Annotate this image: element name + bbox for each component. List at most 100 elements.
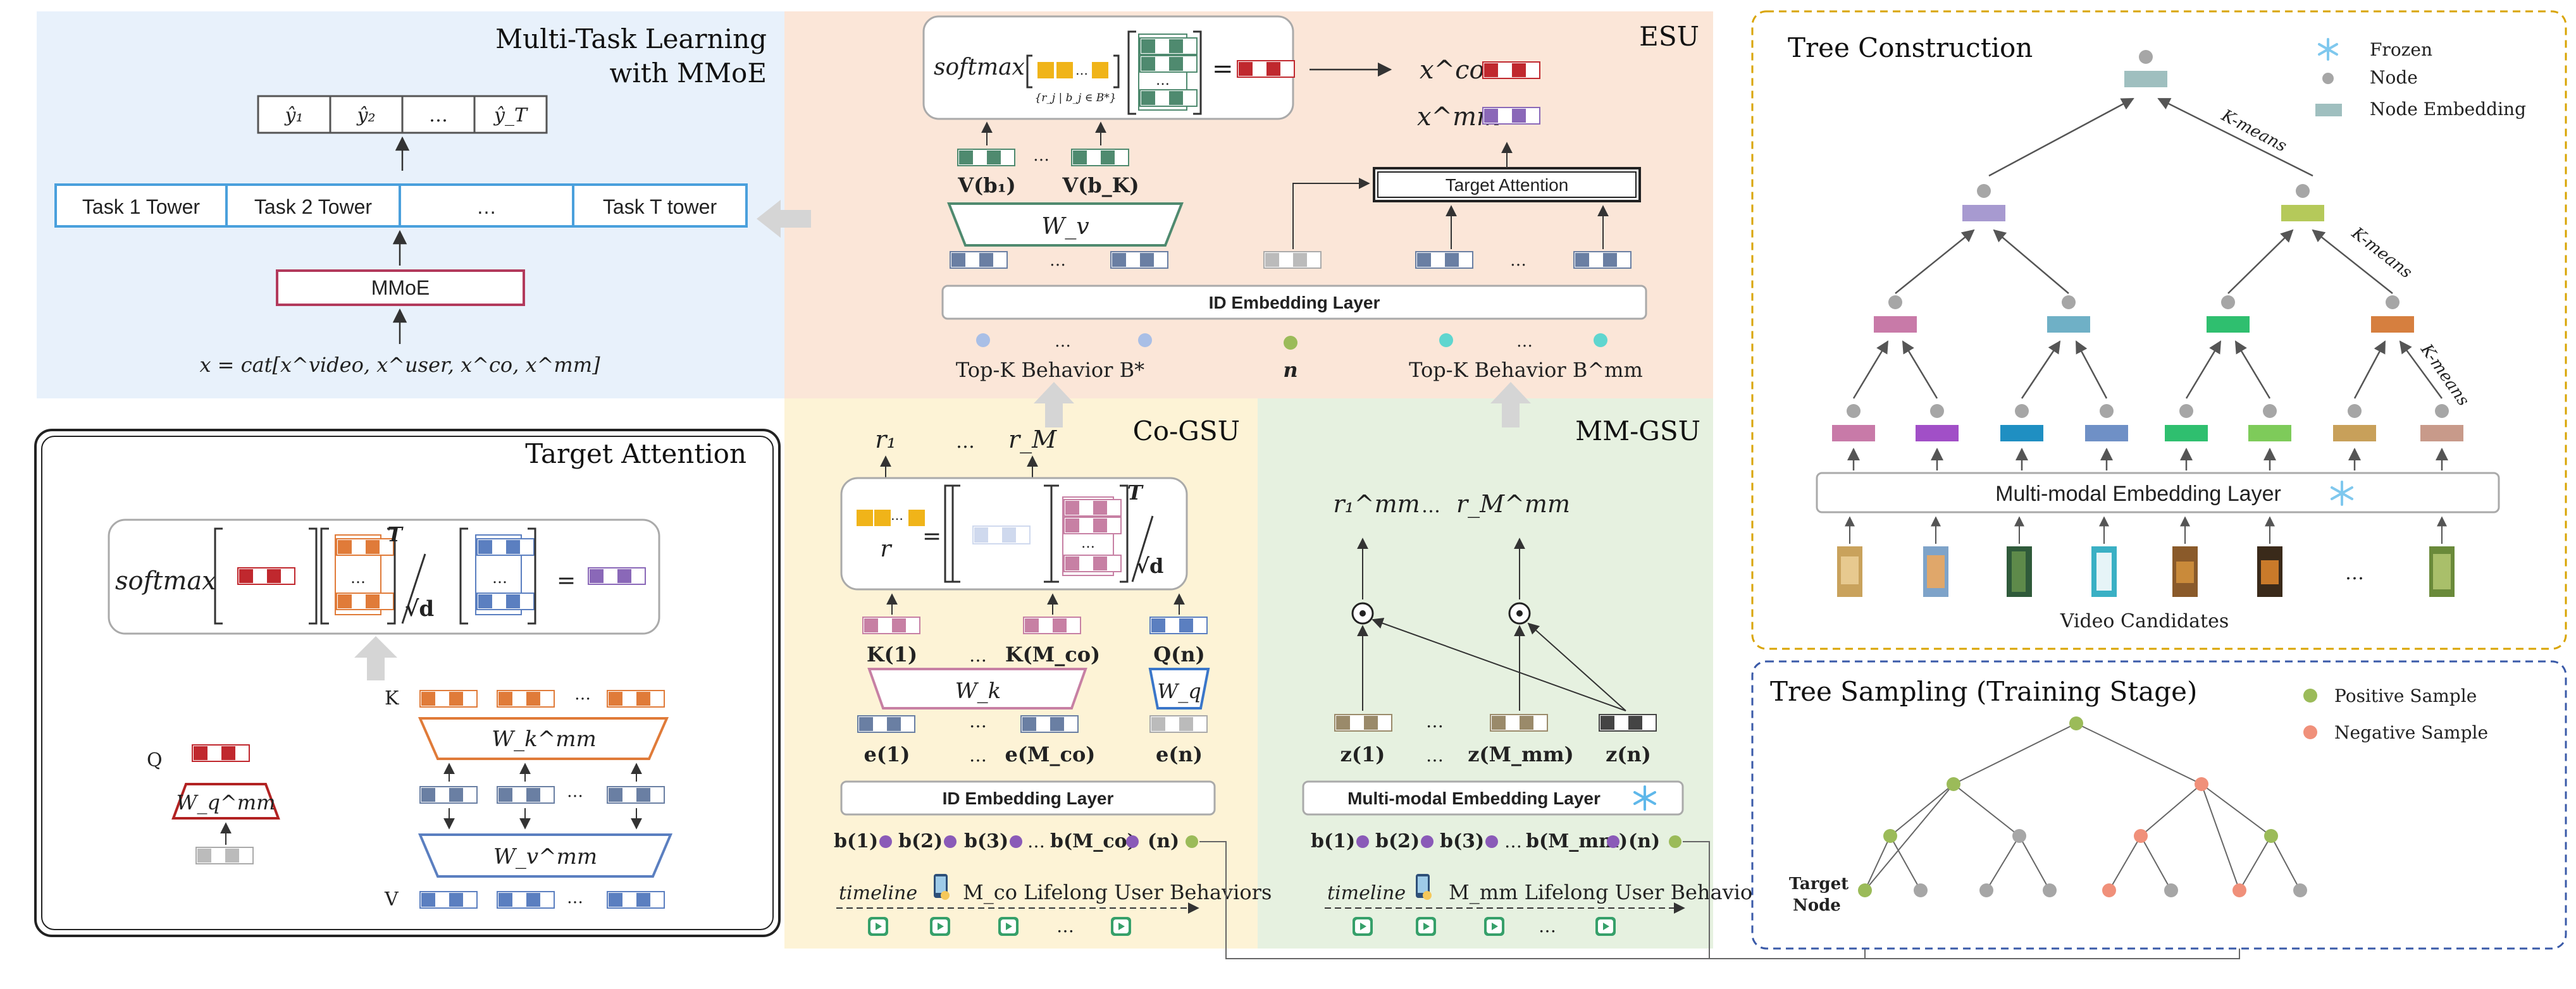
ta-wq	[171, 783, 280, 820]
ta-wk-label: W_k^mm	[492, 727, 597, 752]
mmgsu-section: MM-GSU r₁^mm … r_M^mm … z(1) … z(M_mm) z…	[1302, 415, 1773, 937]
mmoe-box	[276, 269, 525, 306]
ts-target-node-line2: Node	[1793, 896, 1841, 915]
esu-b-ellipsis: …	[1055, 332, 1071, 351]
mmgsu-title: MM-GSU	[1575, 415, 1700, 446]
mmgsu-video-3	[1484, 917, 1504, 936]
mmgsu-bdots: …	[1504, 831, 1522, 852]
cogsu-wk-label: W_k	[955, 679, 1001, 704]
mmgsu-video-4	[1595, 917, 1616, 936]
ts-legend-positive: Positive Sample	[2334, 685, 2477, 706]
cogsu-bM: b(M_co)	[1050, 830, 1136, 852]
cogsu-section: Co-GSU r₁ … r_M … r = … T √d K(1	[834, 415, 1272, 937]
ta-mid-ellipsis: …	[567, 782, 583, 801]
esu-title: ESU	[1639, 21, 1699, 52]
mmgsu-rM: r_M^mm	[1456, 490, 1570, 519]
cogsu-kMco: K(M_co)	[1005, 642, 1100, 666]
ta-ellipsis-2: …	[492, 569, 507, 587]
cogsu-k-ellipsis: …	[1081, 536, 1095, 551]
cogsu-title: Co-GSU	[1133, 415, 1240, 446]
ta-v-ellipsis: …	[567, 888, 583, 907]
mmoe-title-line2: with MMoE	[609, 58, 767, 89]
cogsu-r: r	[880, 536, 892, 562]
tc-title: Tree Construction	[1788, 32, 2033, 63]
esu-mm-ellipsis: …	[1510, 251, 1526, 270]
mmgsu-b3: b(3)	[1440, 830, 1484, 852]
esu-v-ellipsis: …	[1033, 146, 1050, 165]
ta-T: T	[387, 522, 404, 546]
cogsu-b1: b(1)	[834, 830, 878, 852]
esu-v-bk: V(b_K)	[1062, 173, 1139, 197]
cogsu-eMco: e(M_co)	[1005, 742, 1096, 766]
cogsu-timeline: timeline	[839, 882, 917, 904]
esu-target-attention-box	[1373, 167, 1641, 202]
esu-e-ellipsis: …	[1050, 251, 1066, 270]
ta-k-ellipsis: …	[574, 685, 591, 704]
esu-wv-label: W_v	[1041, 214, 1089, 240]
mmoe-title-line1: Multi-Task Learning	[495, 23, 767, 54]
esu-sum-sub: {r_j | b_j ∈ B*}	[1034, 92, 1116, 104]
cogsu-phone-icon	[934, 874, 950, 900]
cogsu-b2: b(2)	[898, 830, 943, 852]
cogsu-eq: =	[922, 524, 941, 550]
cogsu-k-ellipsis2: …	[969, 645, 987, 666]
esu-id-embedding-label: ID Embedding Layer	[1209, 293, 1380, 312]
esu-xco: x^co	[1420, 56, 1485, 85]
output-ellipsis: …	[429, 104, 448, 126]
ta-equals: =	[557, 568, 576, 594]
cogsu-video-ellipsis: …	[1056, 916, 1074, 937]
mmgsu-zn: z(n)	[1606, 742, 1651, 766]
output-y2: ŷ₂	[356, 104, 376, 126]
ts-target-node-line1: Target	[1789, 875, 1848, 894]
tower-2: Task 2 Tower	[254, 195, 373, 218]
tc-legend-node: Node	[2370, 67, 2418, 88]
cogsu-sqrtd: √d	[1136, 554, 1163, 578]
esu-n: n	[1283, 358, 1297, 382]
mmgsu-z-ellipsis2: …	[1426, 745, 1444, 766]
mmgsu-z1: z(1)	[1341, 742, 1385, 766]
mmgsu-b2: b(2)	[1375, 830, 1420, 852]
ts-root	[2069, 716, 2083, 730]
mmoe-input-formula: x = cat[x^video, x^user, x^co, x^mm]	[199, 353, 600, 377]
mmgsu-panel	[1258, 398, 1713, 949]
ta-sqrtd: √d	[405, 596, 434, 622]
cogsu-bn: (n)	[1148, 830, 1179, 852]
cogsu-qn: Q(n)	[1153, 642, 1204, 666]
cogsu-id-embedding-label: ID Embedding Layer	[943, 789, 1114, 808]
esu-wv	[947, 202, 1184, 247]
esu-mmb-ellipsis: …	[1516, 332, 1533, 351]
esu-topk-behavior-mm: Top-K Behavior B^mm	[1409, 358, 1643, 382]
ta-wk	[418, 717, 669, 760]
esu-green-ellipsis: …	[1156, 73, 1170, 89]
ta-wv-label: W_v^mm	[493, 844, 597, 869]
mmgsu-snowflake-icon	[1633, 785, 1656, 811]
mmoe-section: Multi-Task Learning with MMoE ŷ₁ ŷ₂ … ŷ_…	[54, 23, 811, 377]
tower-T: Task T tower	[603, 195, 717, 218]
cogsu-to-esu-arrow	[1034, 382, 1074, 427]
mmgsu-r1: r₁^mm	[1333, 490, 1420, 518]
output-yT: ŷ_T	[493, 104, 528, 126]
cogsu-lifelong: M_co Lifelong User Behaviors	[963, 880, 1272, 904]
tc-legend-node-embedding: Node Embedding	[2370, 99, 2526, 120]
cogsu-wq-label: W_q	[1157, 679, 1201, 703]
esu-equals: =	[1212, 54, 1234, 83]
ta-wv	[418, 833, 673, 878]
mmgsu-zMmm: z(M_mm)	[1468, 742, 1574, 766]
mmgsu-mm-embedding-label: Multi-modal Embedding Layer	[1347, 789, 1601, 808]
ta-wq-label: W_q^mm	[176, 790, 276, 814]
ta-softmax: softmax	[115, 567, 216, 596]
tree-construction-section: Tree Construction Frozen Node Node Embed…	[1751, 10, 2567, 650]
mmgsu-b1: b(1)	[1311, 830, 1355, 852]
mmgsu-z-ellipsis: …	[1426, 711, 1444, 732]
mmgsu-lifelong: M_mm Lifelong User Behaviors	[1449, 880, 1773, 904]
cogsu-r1: r₁	[875, 426, 896, 453]
ta-v-label: V	[384, 888, 399, 911]
tc-mm-embedding	[1816, 472, 2500, 513]
tc-video-candidates: Video Candidates	[2060, 610, 2229, 632]
cogsu-e-ellipsis2: …	[969, 745, 987, 766]
ts-legend-negative: Negative Sample	[2334, 722, 2488, 743]
mmgsu-bn: (n)	[1628, 830, 1660, 852]
cogsu-k1: K(1)	[867, 642, 917, 666]
cogsu-b3: b(3)	[964, 830, 1008, 852]
